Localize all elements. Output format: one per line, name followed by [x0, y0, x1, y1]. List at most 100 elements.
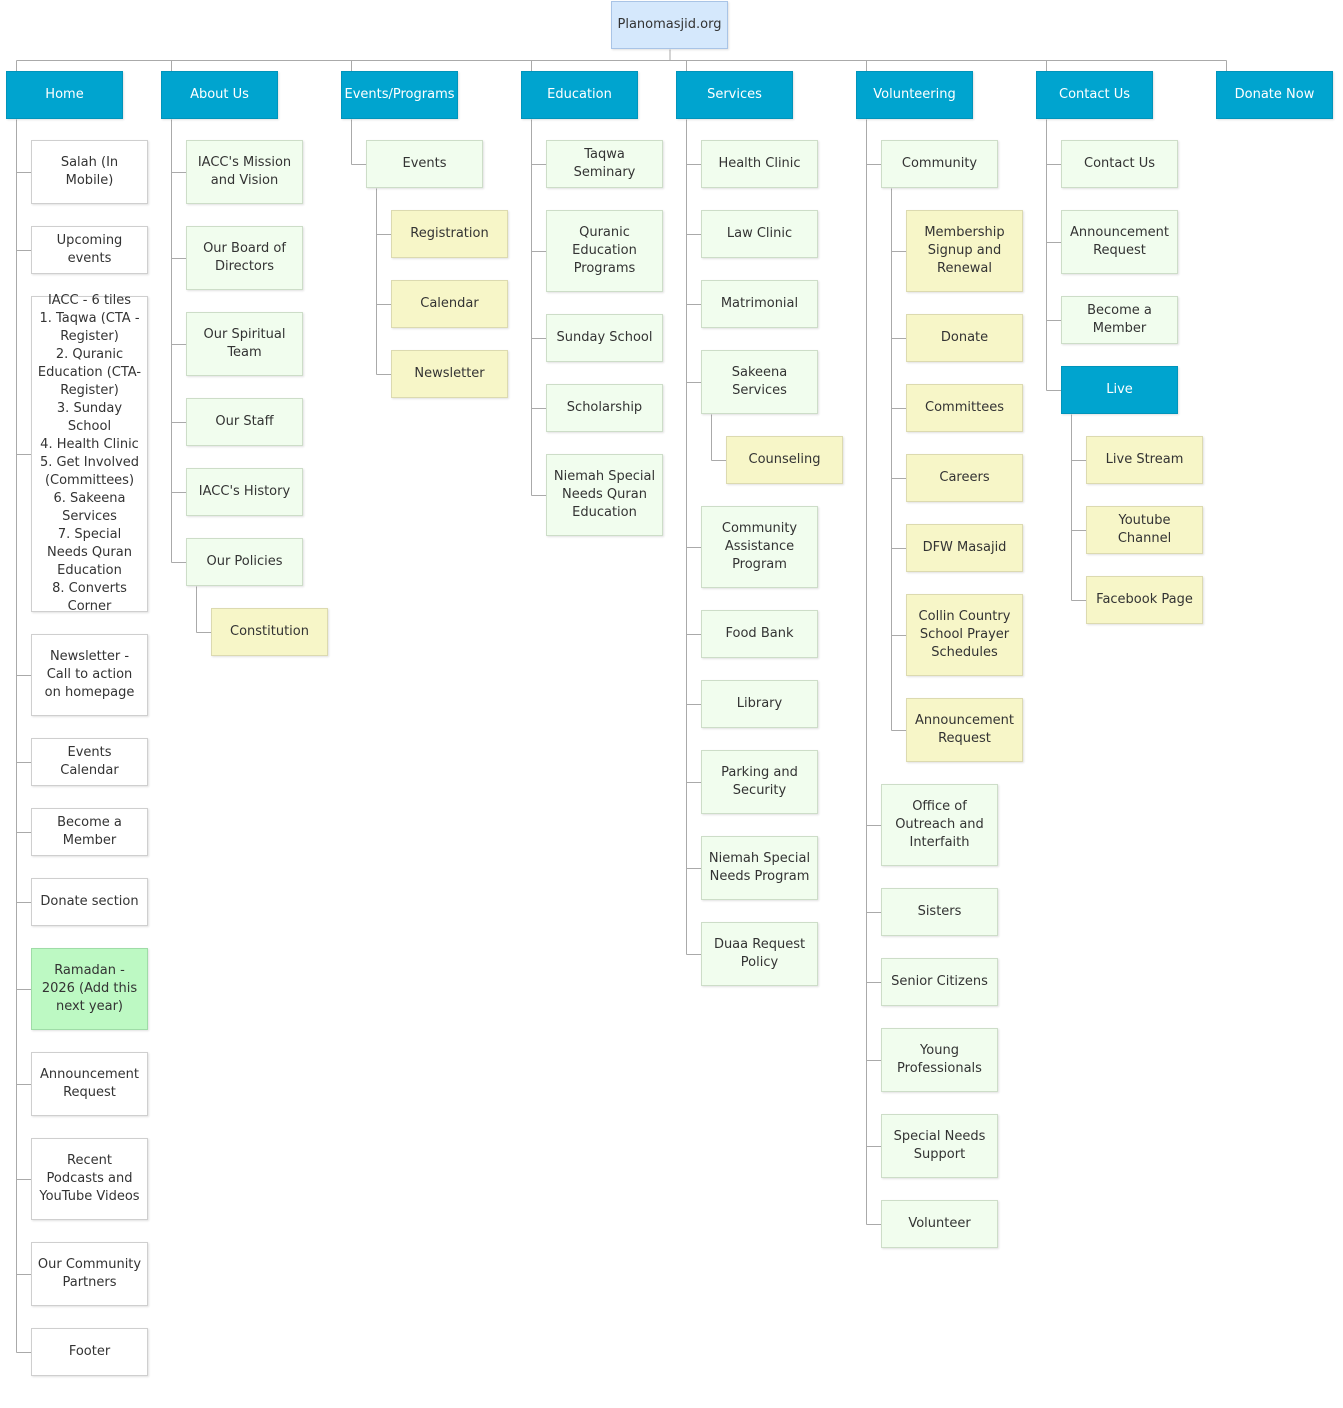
- node-law-clinic[interactable]: Law Clinic: [701, 210, 818, 258]
- node-matrimonial[interactable]: Matrimonial: [701, 280, 818, 328]
- header-education[interactable]: Education: [521, 71, 638, 119]
- node-facebook-page-label: Facebook Page: [1096, 592, 1193, 607]
- node-contact-us-label: Contact Us: [1084, 156, 1155, 171]
- node-duaa-request-policy[interactable]: Duaa Request Policy: [701, 922, 818, 986]
- header-events-programs[interactable]: Events/Programs: [341, 71, 458, 119]
- node-calendar[interactable]: Calendar: [391, 280, 508, 328]
- node-contact-us[interactable]: Contact Us: [1061, 140, 1178, 188]
- node-parking-and-security[interactable]: Parking and Security: [701, 750, 818, 814]
- node-our-staff[interactable]: Our Staff: [186, 398, 303, 446]
- node-quranic-education-programs[interactable]: Quranic Education Programs: [546, 210, 663, 292]
- node-newsletter[interactable]: Newsletter: [391, 350, 508, 398]
- node-live-stream[interactable]: Live Stream: [1086, 436, 1203, 484]
- node-announcement-request[interactable]: Announcement Request: [31, 1052, 148, 1116]
- node-quranic-education-programs-label: Quranic Education Programs: [572, 225, 637, 276]
- node-collin-country-school-prayer-schedules[interactable]: Collin Country School Prayer Schedules: [906, 594, 1023, 676]
- header-contact-us[interactable]: Contact Us: [1036, 71, 1153, 119]
- node-donate-section[interactable]: Donate section: [31, 878, 148, 926]
- node-become-a-member[interactable]: Become a Member: [31, 808, 148, 856]
- node-niemah-special-needs-program-label: Niemah Special Needs Program: [708, 851, 811, 884]
- node-newsletter-label: Newsletter: [414, 366, 485, 381]
- node-iacc-s-history-label: IACC's History: [198, 484, 291, 499]
- node-sunday-school[interactable]: Sunday School: [546, 314, 663, 362]
- node-dfw-masajid[interactable]: DFW Masajid: [906, 524, 1023, 572]
- node-niemah-special-needs-quran-education-label: Niemah Special Needs Quran Education: [553, 469, 656, 520]
- node-our-policies-label: Our Policies: [206, 554, 283, 569]
- node-iacc-s-mission-and-vision[interactable]: IACC's Mission and Vision: [186, 140, 303, 204]
- header-events-programs-label: Events/Programs: [344, 87, 455, 102]
- header-donate-now[interactable]: Donate Now: [1216, 71, 1333, 119]
- node-facebook-page[interactable]: Facebook Page: [1086, 576, 1203, 624]
- node-committees[interactable]: Committees: [906, 384, 1023, 432]
- header-about-us-label: About Us: [190, 87, 249, 102]
- node-community[interactable]: Community: [881, 140, 998, 188]
- node-salah-in-mobile[interactable]: Salah (In Mobile): [31, 140, 148, 204]
- node-our-spiritual-team-label: Our Spiritual Team: [203, 327, 286, 360]
- node-announcement-request-label: Announcement Request: [40, 1067, 139, 1100]
- node-young-professionals[interactable]: Young Professionals: [881, 1028, 998, 1092]
- header-home[interactable]: Home: [6, 71, 123, 119]
- node-announcement-request[interactable]: Announcement Request: [906, 698, 1023, 762]
- node-community-assistance-program-label: Community Assistance Program: [721, 521, 798, 572]
- header-volunteering[interactable]: Volunteering: [856, 71, 973, 119]
- node-library-label: Library: [736, 696, 783, 711]
- node-events[interactable]: Events: [366, 140, 483, 188]
- node-iacc-s-history[interactable]: IACC's History: [186, 468, 303, 516]
- node-sisters[interactable]: Sisters: [881, 888, 998, 936]
- node-our-policies[interactable]: Our Policies: [186, 538, 303, 586]
- node-sakeena-services[interactable]: Sakeena Services: [701, 350, 818, 414]
- node-senior-citizens[interactable]: Senior Citizens: [881, 958, 998, 1006]
- node-constitution[interactable]: Constitution: [211, 608, 328, 656]
- node-niemah-special-needs-program[interactable]: Niemah Special Needs Program: [701, 836, 818, 900]
- node-our-spiritual-team[interactable]: Our Spiritual Team: [186, 312, 303, 376]
- node-become-a-member[interactable]: Become a Member: [1061, 296, 1178, 344]
- node-food-bank[interactable]: Food Bank: [701, 610, 818, 658]
- node-matrimonial-label: Matrimonial: [720, 296, 799, 311]
- node-our-board-of-directors[interactable]: Our Board of Directors: [186, 226, 303, 290]
- header-about-us[interactable]: About Us: [161, 71, 278, 119]
- node-calendar-label: Calendar: [420, 296, 479, 311]
- node-iacc-6-tiles[interactable]: IACC - 6 tiles 1. Taqwa (CTA - Register)…: [31, 293, 148, 614]
- node-constitution-label: Constitution: [230, 624, 309, 639]
- node-our-community-partners[interactable]: Our Community Partners: [31, 1242, 148, 1306]
- header-services[interactable]: Services: [676, 71, 793, 119]
- header-contact-us-label: Contact Us: [1059, 87, 1130, 102]
- node-careers[interactable]: Careers: [906, 454, 1023, 502]
- node-recent-podcasts-and-youtube-videos-label: Recent Podcasts and YouTube Videos: [39, 1153, 140, 1204]
- node-ramadan-2026-add-this-next-year[interactable]: Ramadan - 2026 (Add this next year): [31, 948, 148, 1030]
- node-live[interactable]: Live: [1061, 366, 1178, 414]
- node-iacc-6-tiles-label: IACC - 6 tiles 1. Taqwa (CTA - Register)…: [37, 293, 142, 614]
- node-law-clinic-label: Law Clinic: [726, 226, 793, 241]
- node-health-clinic[interactable]: Health Clinic: [701, 140, 818, 188]
- root-node[interactable]: Planomasjid.org: [611, 1, 728, 49]
- node-newsletter-call-to-action-on-homepage[interactable]: Newsletter - Call to action on homepage: [31, 634, 148, 716]
- node-youtube-channel[interactable]: Youtube Channel: [1086, 506, 1203, 554]
- node-donate-section-label: Donate section: [40, 894, 139, 909]
- node-our-community-partners-label: Our Community Partners: [37, 1257, 142, 1290]
- node-library[interactable]: Library: [701, 680, 818, 728]
- node-duaa-request-policy-label: Duaa Request Policy: [713, 937, 806, 970]
- node-office-of-outreach-and-interfaith[interactable]: Office of Outreach and Interfaith: [881, 784, 998, 866]
- node-announcement-request[interactable]: Announcement Request: [1061, 210, 1178, 274]
- node-volunteer[interactable]: Volunteer: [881, 1200, 998, 1248]
- node-scholarship[interactable]: Scholarship: [546, 384, 663, 432]
- node-sunday-school-label: Sunday School: [556, 330, 653, 345]
- node-youtube-channel-label: Youtube Channel: [1117, 513, 1172, 546]
- node-donate[interactable]: Donate: [906, 314, 1023, 362]
- node-events-calendar[interactable]: Events Calendar: [31, 738, 148, 786]
- node-registration-label: Registration: [410, 226, 489, 241]
- node-recent-podcasts-and-youtube-videos[interactable]: Recent Podcasts and YouTube Videos: [31, 1138, 148, 1220]
- node-niemah-special-needs-quran-education[interactable]: Niemah Special Needs Quran Education: [546, 454, 663, 536]
- node-community-assistance-program[interactable]: Community Assistance Program: [701, 506, 818, 588]
- node-special-needs-support[interactable]: Special Needs Support: [881, 1114, 998, 1178]
- node-membership-signup-and-renewal[interactable]: Membership Signup and Renewal: [906, 210, 1023, 292]
- node-taqwa-seminary[interactable]: Taqwa Seminary: [546, 140, 663, 188]
- node-upcoming-events[interactable]: Upcoming events: [31, 226, 148, 274]
- node-live-label: Live: [1106, 382, 1133, 397]
- node-registration[interactable]: Registration: [391, 210, 508, 258]
- node-footer[interactable]: Footer: [31, 1328, 148, 1376]
- node-office-of-outreach-and-interfaith-label: Office of Outreach and Interfaith: [895, 799, 984, 850]
- node-counseling[interactable]: Counseling: [726, 436, 843, 484]
